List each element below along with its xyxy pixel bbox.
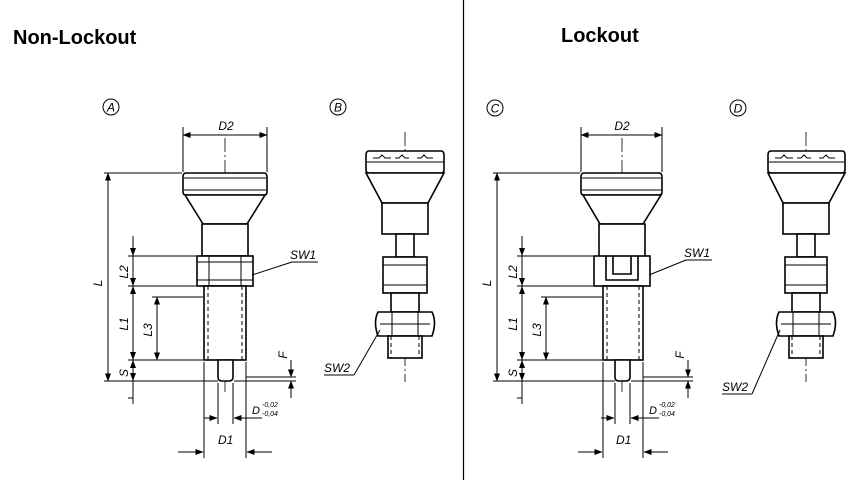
dim-d-tol-upper-c: -0,02: [659, 402, 675, 409]
lockout-title: Lockout: [561, 25, 639, 47]
dim-l-c: L: [480, 280, 494, 287]
plunger-pin-c: [614, 359, 631, 382]
dim-l1-a: L1: [117, 317, 131, 330]
threaded-body-a: [203, 285, 247, 361]
plunger-pin-a: [217, 359, 234, 382]
dim-d1-c: D1: [616, 433, 631, 447]
dim-d-a: D: [252, 405, 260, 417]
view-b-letter: B: [334, 101, 342, 115]
dim-d-tol-lower-c: -0,04: [659, 411, 675, 418]
dim-f-a: F: [276, 351, 290, 359]
hex-nut-sw1-a: [196, 255, 254, 287]
dim-s-a: S: [117, 369, 131, 377]
label-sw2-b: SW2: [324, 361, 350, 375]
label-sw1-c: SW1: [684, 246, 710, 260]
view-d: D SW2: [722, 99, 847, 395]
hex-nut-sw1-b: [382, 256, 428, 294]
dim-d2-c: D2: [614, 119, 630, 133]
label-sw1-a: SW1: [290, 248, 316, 262]
dim-l-a: L: [91, 280, 105, 287]
non-lockout-title: Non-Lockout: [13, 27, 137, 49]
view-c-marker: C: [486, 99, 504, 117]
dim-l3-a: L3: [141, 323, 155, 337]
dim-d-tol-lower-a: -0,04: [262, 411, 278, 418]
lockout-nut-c: [593, 255, 651, 287]
dim-d-c: D: [649, 405, 657, 417]
dim-l3-c: L3: [530, 323, 544, 337]
view-d-marker: D: [729, 99, 747, 117]
view-b: B SW2: [324, 98, 446, 382]
dim-s-c: S: [506, 369, 520, 377]
view-a-marker: A: [102, 98, 120, 116]
view-d-letter: D: [734, 102, 743, 116]
dim-l1-c: L1: [506, 317, 520, 330]
dim-d2-a: D2: [218, 119, 234, 133]
view-a-letter: A: [106, 101, 115, 115]
view-b-marker: B: [329, 98, 347, 116]
dim-l2-c: L2: [506, 265, 520, 279]
view-a: A D2: [91, 98, 318, 458]
knob-c: [580, 172, 663, 196]
dim-l2-a: L2: [117, 265, 131, 279]
knob-a: [182, 172, 268, 196]
lockout-nut-d: [784, 256, 828, 294]
dim-d1-a: D1: [218, 433, 233, 447]
dim-d-tol-upper-a: -0,02: [262, 402, 278, 409]
threaded-body-c: [602, 285, 644, 361]
dim-f-c: F: [673, 351, 687, 359]
label-sw2-d: SW2: [722, 380, 748, 394]
view-c: C D2 L: [480, 99, 712, 458]
view-c-letter: C: [491, 102, 500, 116]
